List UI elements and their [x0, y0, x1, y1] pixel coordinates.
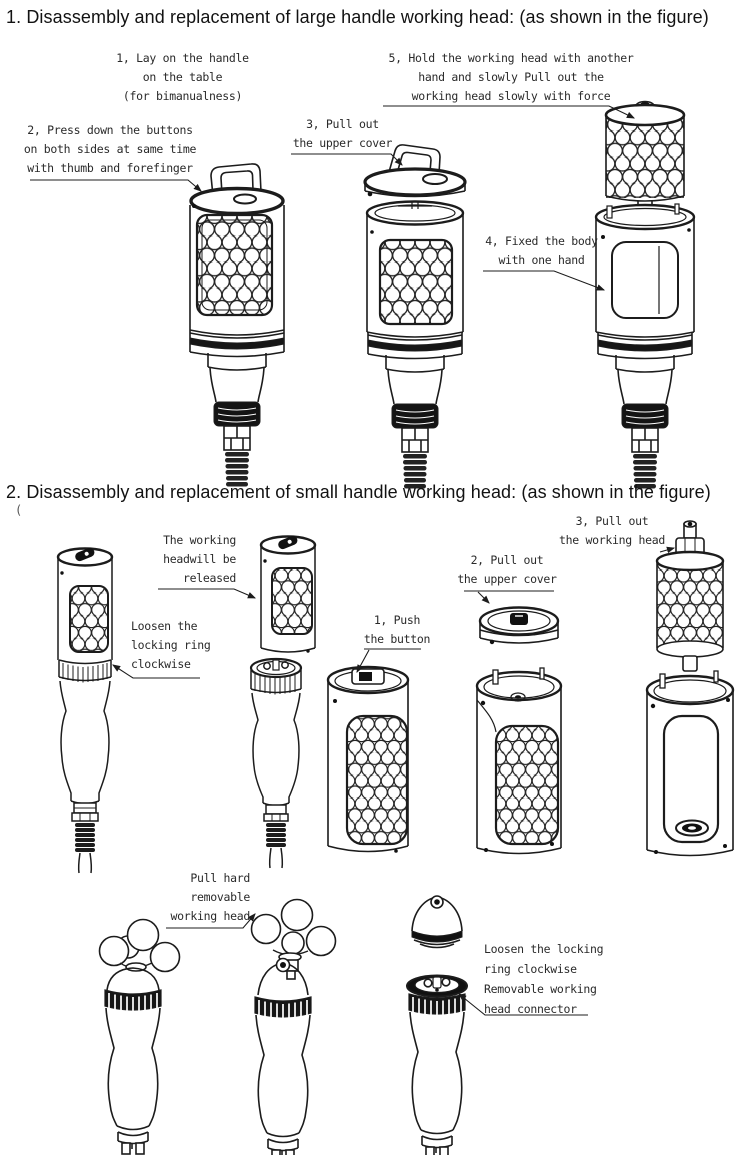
- figure-dome-head-handle: [254, 957, 312, 1155]
- annotation-loosen-locking-ring: Loosen the locking ring clockwise: [131, 619, 211, 671]
- figure-dome-working-head: [411, 895, 463, 949]
- figure-head-connector-handle: [406, 974, 468, 1155]
- annotation-fixed-body: 4, Fixed the body with one hand: [485, 234, 598, 267]
- annotation-pull-working-head: 3, Pull out the working head: [559, 514, 665, 547]
- annotation-lay-on-handle: 1, Lay on the handle on the table (for b…: [116, 51, 249, 103]
- figure-large-handle-head-out: [594, 100, 696, 490]
- figure-large-handle-cover-off: [363, 144, 467, 490]
- figure-small-body-cover-off: [475, 606, 563, 855]
- figure-small-handle-assembled: [56, 547, 114, 874]
- annotation-head-released: The working headwill be released: [163, 533, 236, 585]
- section2-heading: 2. Disassembly and replacement of small …: [6, 482, 711, 502]
- annotation-pull-upper-cover-large: 3, Pull out the upper cover: [292, 117, 393, 150]
- annotation-removable-connector: Loosen the locking ring clockwise Remova…: [484, 942, 604, 1016]
- figure-ball-head-handle: [98, 918, 181, 1155]
- figure-small-body-push-button: [326, 665, 410, 853]
- leader-lines: [30, 105, 676, 1016]
- figure-small-head-pulled-out: [645, 520, 735, 857]
- annotation-hold-working-head: 5, Hold the working head with another ha…: [388, 51, 634, 103]
- annotation-push-button: 1, Push the button: [363, 613, 431, 646]
- figure-removable-working-head: [250, 898, 337, 980]
- annotation-pull-hard: Pull hard removable working head: [170, 871, 251, 923]
- section1-heading: 1. Disassembly and replacement of large …: [6, 7, 709, 27]
- annotation-press-buttons: 2, Press down the buttons on both sides …: [23, 123, 197, 175]
- annotation-pull-upper-cover-small: 2, Pull out the upper cover: [457, 553, 557, 586]
- figure-large-handle-assembled: [189, 163, 285, 488]
- stray-mark: (: [15, 503, 23, 517]
- figure-small-handle-head-released: [249, 535, 317, 869]
